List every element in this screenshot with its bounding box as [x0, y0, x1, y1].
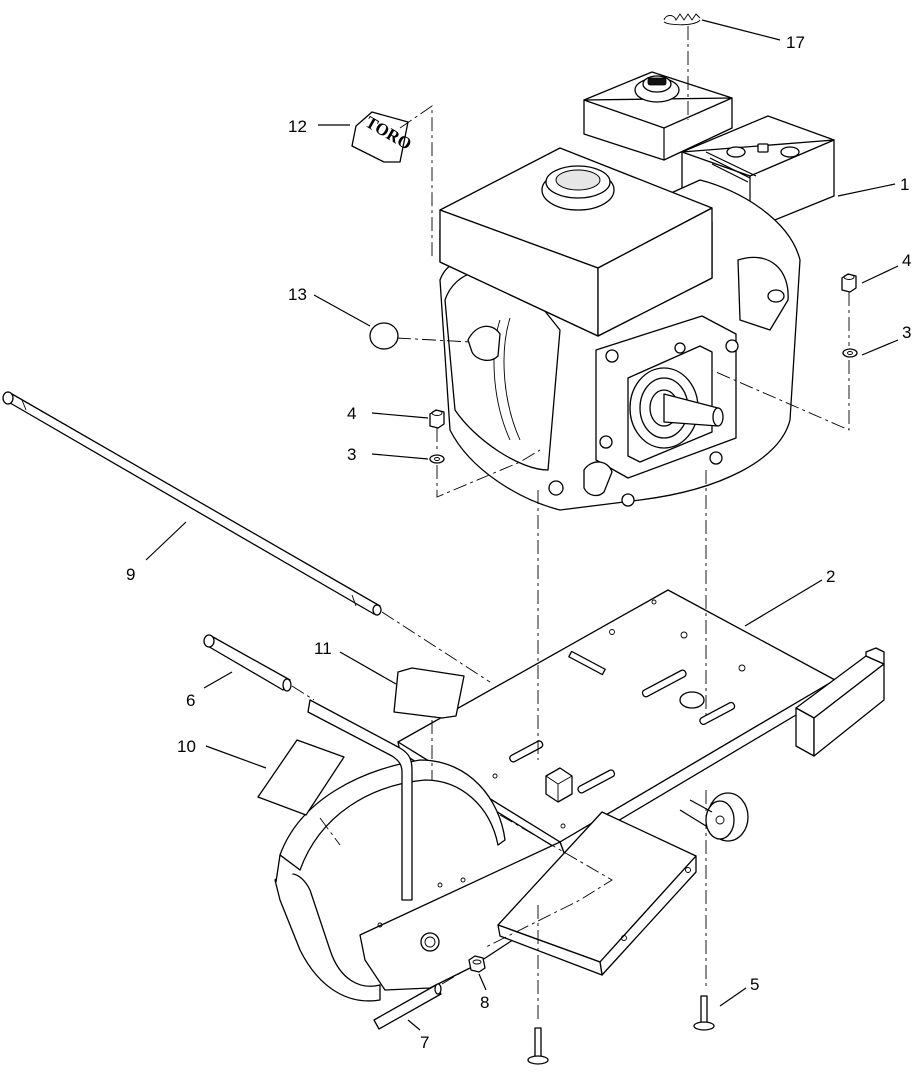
nut-left [429, 409, 445, 429]
callout-5: 5 [750, 975, 759, 994]
alignment-lines [291, 26, 850, 1022]
toro-decal: TORO [351, 111, 415, 163]
decal-belt-guard [257, 739, 345, 816]
callout-13: 13 [288, 285, 307, 304]
decal-frame [393, 667, 465, 719]
callout-9: 9 [126, 565, 135, 584]
leader-lines [145, 19, 899, 1031]
foot-plate [497, 811, 697, 976]
callout-labels: 17 1 2 3 3 4 4 5 6 7 8 9 10 11 12 13 [126, 33, 911, 1052]
nut-right [841, 273, 857, 293]
callout-8: 8 [480, 993, 489, 1012]
engine [439, 71, 835, 511]
callout-10: 10 [177, 737, 196, 756]
callout-12: 12 [288, 117, 307, 136]
pin [373, 983, 442, 1030]
callout-6: 6 [186, 691, 195, 710]
callout-2: 2 [826, 567, 835, 586]
base-frame [397, 589, 885, 854]
bolt-right [693, 995, 715, 1031]
callout-11: 11 [314, 639, 332, 658]
callout-7: 7 [420, 1033, 429, 1052]
callout-17: 17 [786, 33, 805, 52]
spring [663, 13, 701, 26]
callout-4-left: 4 [347, 404, 356, 423]
handle-rod [307, 699, 413, 901]
callout-3-left: 3 [347, 445, 356, 464]
callout-3-right: 3 [902, 323, 911, 342]
washer-left [429, 454, 445, 464]
bolt-center [527, 1027, 549, 1065]
knob [369, 322, 399, 350]
washer-right [842, 348, 858, 358]
handle-grip [203, 634, 292, 692]
callout-4-right: 4 [902, 251, 911, 270]
nut-small [468, 955, 486, 973]
callout-1: 1 [900, 175, 909, 194]
handle-tube [2, 391, 382, 616]
